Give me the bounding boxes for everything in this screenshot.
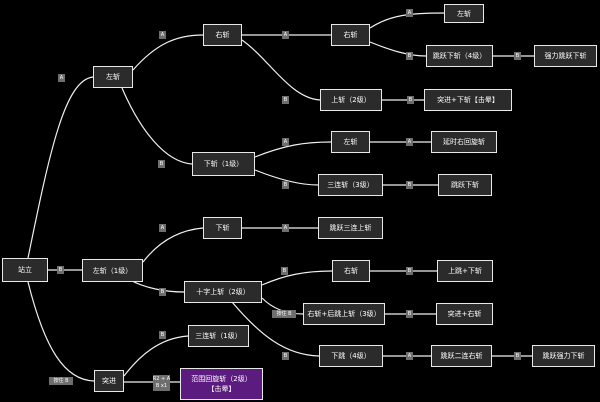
node-zhanli: 站立 — [2, 258, 48, 282]
edge-label: B — [158, 160, 165, 168]
node-tiaoyue-xiazhan: 跳跃下斩 — [438, 174, 492, 196]
node-shangtiao-xiazhan: 上跳+下斩 — [437, 260, 493, 282]
edge-label: B — [281, 267, 288, 275]
edge-zhanli-tujin — [27, 281, 95, 382]
edge-label: B — [282, 181, 289, 189]
edge-label: A — [406, 352, 413, 360]
edge-zuozhan1-xiazhan — [142, 227, 204, 263]
edge-zuozhan-xiazhan1 — [121, 87, 193, 165]
node-fanwei-line1: 范围回旋斩（2级） — [191, 375, 252, 383]
edge-label: R2 + A B x1 — [153, 375, 170, 391]
node-tiaoyue-sanlian-shangzhan: 跳跃三连上斩 — [318, 217, 383, 239]
node-xiazhan-b: 下斩 — [203, 217, 242, 239]
node-sanlianzhan-1: 三连斩（1级） — [188, 325, 249, 347]
node-tiaoyue-qiangli-xiazhan: 跳跃强力下斩 — [532, 345, 595, 367]
edge-zuozhan-youzhan — [132, 34, 204, 71]
node-sanlianzhan-3: 三连斩（3级） — [318, 174, 383, 196]
node-yanshi-youhuixuanzhan: 延时右回旋斩 — [431, 131, 497, 153]
edge-youzhan-tiaoyue4 — [369, 41, 427, 57]
node-youzhan-houtiao-shangzhan-3: 右斩+后跳上斩（3级） — [303, 303, 385, 325]
edge-label: B — [407, 96, 414, 104]
edge-label: A — [282, 138, 289, 146]
edge-label: A — [58, 74, 65, 82]
edge-label: B — [406, 52, 413, 60]
edge-label: B — [514, 52, 521, 60]
edge-youzhan-zuozhan-end — [369, 12, 445, 29]
edge-youzhan-shangzhan2 — [241, 39, 321, 101]
node-shizi-shangzhan-2: 十字上斩（2级） — [184, 281, 262, 303]
edge-label: B — [282, 352, 289, 360]
edge-label: A — [159, 224, 166, 232]
edge-label: B — [406, 267, 413, 275]
node-tujin: 突进 — [94, 370, 124, 392]
node-shangzhan-2: 上斩（2级） — [320, 89, 382, 111]
edge-label: B — [406, 181, 413, 189]
edge-label: A — [159, 31, 166, 39]
edge-label: B — [159, 288, 166, 296]
node-xiatiao-4: 下跳（4级） — [319, 345, 383, 367]
edge-label: B — [514, 352, 521, 360]
node-tiaoyue-xiazhan-4: 跳跃下斩（4级） — [426, 45, 493, 67]
edge-label: B — [57, 266, 64, 274]
edge-zhanli-zuozhan — [27, 76, 94, 259]
edge-label: 按住 B — [49, 377, 73, 385]
node-zuozhan-a: 左斩 — [93, 66, 133, 88]
edge-label: 按住 B — [272, 310, 296, 318]
node-qiangli-tiaoyue-xiazhan: 强力跳跃下斩 — [534, 45, 597, 67]
node-youzhan-c: 右斩 — [332, 260, 370, 282]
edge-label: A — [282, 31, 289, 39]
edge-label: B — [406, 310, 413, 318]
edge-xiazhan1-sanlian3 — [254, 169, 319, 186]
edge-label-line2: B x1 — [155, 383, 168, 389]
edge-xiazhan1-zuozhan — [254, 141, 332, 158]
node-youzhan-b: 右斩 — [331, 24, 370, 46]
node-youzhan-a: 右斩 — [203, 24, 242, 46]
node-zuozhan-b: 左斩 — [331, 131, 370, 153]
edge-label: B — [159, 331, 166, 339]
edge-shizi-youzhan — [261, 270, 333, 286]
edge-shizi-youzhan-houtiao — [261, 297, 304, 315]
node-tiaoyue-erlian-youzhan: 跳跃二连右斩 — [431, 345, 492, 367]
node-xiazhan-1-a: 下斩（1级） — [192, 152, 255, 176]
node-tujin-xiazhan-jiyun: 突进+下斩【击晕】 — [424, 89, 512, 111]
edge-label: A — [406, 138, 413, 146]
edge-label: A — [406, 9, 413, 17]
edge-label: A — [282, 224, 289, 232]
edge-label: B — [282, 96, 289, 104]
node-fanwei-huixuanzhan: 范围回旋斩（2级） 【击晕】 — [180, 368, 263, 400]
node-fanwei-line2: 【击晕】 — [207, 385, 236, 393]
node-tujin-youzhan: 突进+右斩 — [436, 303, 493, 325]
edge-tujin-sanlian1 — [123, 335, 189, 377]
node-zuozhan-1: 左斩（1级） — [82, 259, 143, 282]
node-zuozhan-end-a: 左斩 — [444, 4, 484, 23]
edge-shizi-xiatiao — [231, 301, 320, 357]
edge-label-line1: R2 + A — [152, 376, 171, 382]
